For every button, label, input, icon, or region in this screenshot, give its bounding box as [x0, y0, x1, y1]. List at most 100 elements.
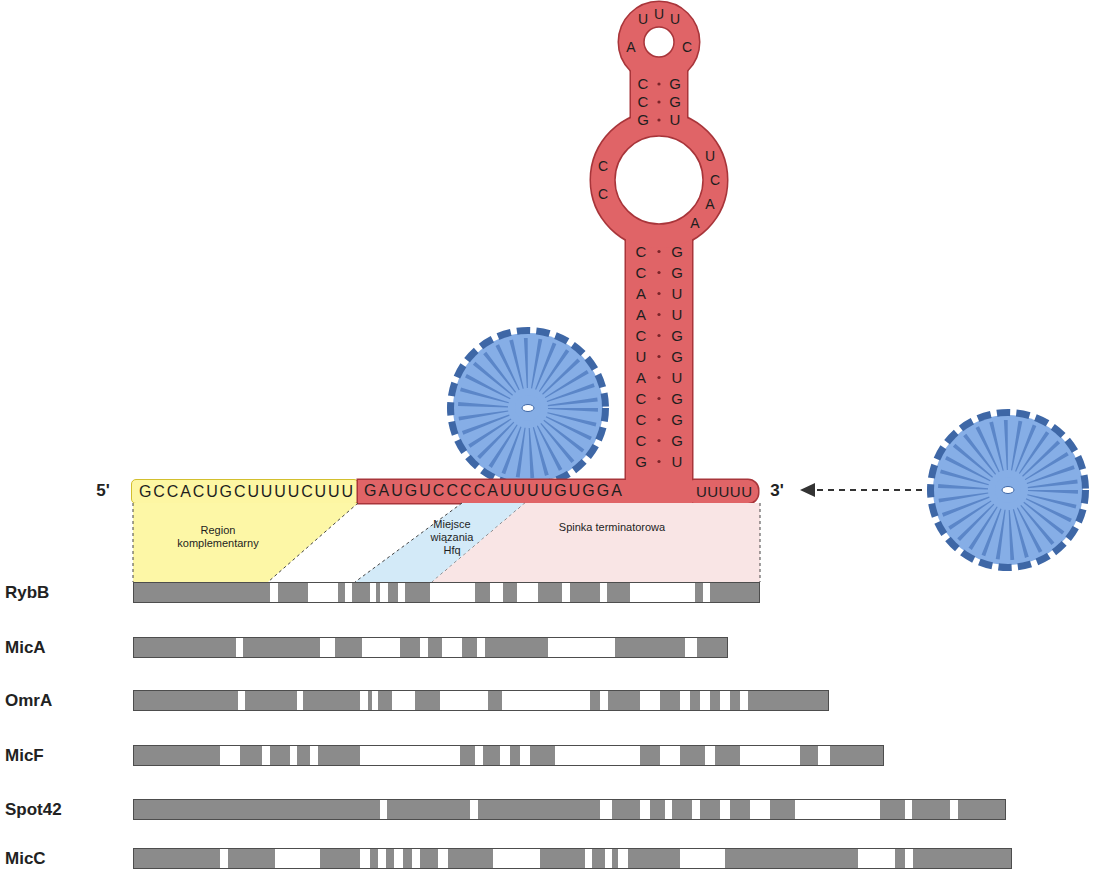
variable-position — [703, 583, 710, 602]
region-label: Spinka terminatorowa — [559, 521, 665, 534]
rna-outline — [619, 2, 699, 82]
sequence-box: GCCACUGCUUUUCUUU — [131, 479, 359, 504]
sequence-text: UUUUU — [696, 483, 752, 500]
variable-position — [370, 583, 376, 602]
variable-position — [490, 583, 503, 602]
hfq-protein — [933, 415, 1083, 565]
base-pair-dot — [657, 118, 660, 121]
variable-position — [660, 746, 680, 765]
conservation-stripes — [134, 638, 727, 657]
sequence-text: GAUGUCCCCAUUUUGUGGA — [364, 482, 624, 500]
loop-base: A — [626, 39, 635, 55]
variable-position — [420, 638, 428, 657]
loop-base: C — [710, 172, 720, 188]
region-shape — [432, 503, 761, 582]
variable-position — [493, 849, 540, 868]
variable-position — [520, 746, 530, 765]
variable-position — [740, 691, 748, 710]
terminal-loop — [644, 27, 674, 57]
variable-position — [290, 746, 297, 765]
srna-bar: MicF — [0, 745, 884, 766]
variable-position — [297, 691, 303, 710]
loop-base: U — [654, 6, 664, 22]
variable-position — [270, 583, 278, 602]
rna-fill — [619, 2, 699, 82]
variable-position — [477, 638, 485, 657]
protein-body — [934, 416, 1082, 564]
variable-position — [740, 746, 800, 765]
stem-bases: CCG — [636, 75, 651, 129]
loop-base: A — [705, 196, 714, 212]
region-edge — [268, 503, 358, 582]
internal-loop — [615, 136, 703, 224]
srna-bar: Spot42 — [0, 799, 1006, 820]
protein-core — [515, 395, 541, 421]
stem-bases: GGU — [668, 75, 683, 129]
variable-position — [548, 638, 615, 657]
variable-position — [308, 583, 338, 602]
variable-position — [475, 746, 483, 765]
variable-position — [412, 849, 420, 868]
variable-position — [640, 691, 660, 710]
region-edge — [760, 503, 761, 582]
variable-position — [275, 849, 320, 868]
variable-position — [692, 800, 700, 819]
protein-spokes — [963, 445, 1053, 535]
variable-position — [818, 746, 830, 765]
base-pair-dot — [657, 292, 660, 295]
srna-name: OmrA — [5, 691, 52, 711]
variable-position — [720, 800, 730, 819]
loop-base: U — [705, 148, 715, 164]
variable-position — [320, 638, 335, 657]
variable-position — [345, 583, 352, 602]
srna-name: MicA — [5, 638, 46, 658]
strand-end-label: 5' — [96, 481, 110, 501]
base-pair-dot — [657, 439, 660, 442]
srna-bar: MicA — [0, 637, 728, 658]
variable-position — [685, 638, 697, 657]
protein-edge — [933, 415, 1083, 565]
srna-bar-body — [133, 582, 760, 603]
region-band: Region komplementarny — [133, 503, 359, 582]
stem-bases: GGUUGGUGGGU — [670, 241, 685, 472]
variable-position — [442, 638, 462, 657]
conservation-stripes — [134, 800, 1005, 819]
variable-position — [360, 746, 460, 765]
protein-pore — [1002, 487, 1014, 494]
variable-position — [470, 800, 478, 819]
variable-position — [750, 800, 770, 819]
variable-position — [378, 849, 386, 868]
variable-position — [502, 691, 590, 710]
arrow-head — [800, 483, 815, 497]
base-pair-dot — [657, 397, 660, 400]
base-pair-dot — [657, 82, 660, 85]
variable-position — [700, 691, 710, 710]
srna-bar-body — [133, 799, 1006, 820]
variable-position — [905, 800, 912, 819]
rna-structure: GAUGUCCCCAUUUUGUGGACCAACUACCCGCCCCGAUUUC… — [340, 0, 780, 510]
variable-position — [795, 800, 880, 819]
rna-shape — [340, 0, 780, 510]
srna-bar-body — [133, 848, 1012, 869]
rna-outline — [591, 112, 727, 248]
variable-position — [380, 800, 387, 819]
protein-body — [454, 334, 602, 482]
variable-position — [380, 583, 388, 602]
loop-base: U — [638, 11, 648, 27]
hfq-protein — [453, 333, 603, 483]
variable-position — [392, 691, 415, 710]
variable-position — [238, 691, 245, 710]
variable-position — [720, 691, 730, 710]
srna-bar-body — [133, 690, 829, 711]
region-edge — [133, 503, 134, 582]
variable-position — [262, 746, 270, 765]
base-pair-dot — [657, 334, 660, 337]
conservation-stripes — [134, 849, 1011, 868]
variable-position — [555, 746, 640, 765]
variable-position — [362, 638, 400, 657]
srna-bar-body — [133, 745, 884, 766]
variable-position — [680, 849, 725, 868]
loop-base: C — [682, 39, 692, 55]
rna-outline — [626, 230, 692, 503]
